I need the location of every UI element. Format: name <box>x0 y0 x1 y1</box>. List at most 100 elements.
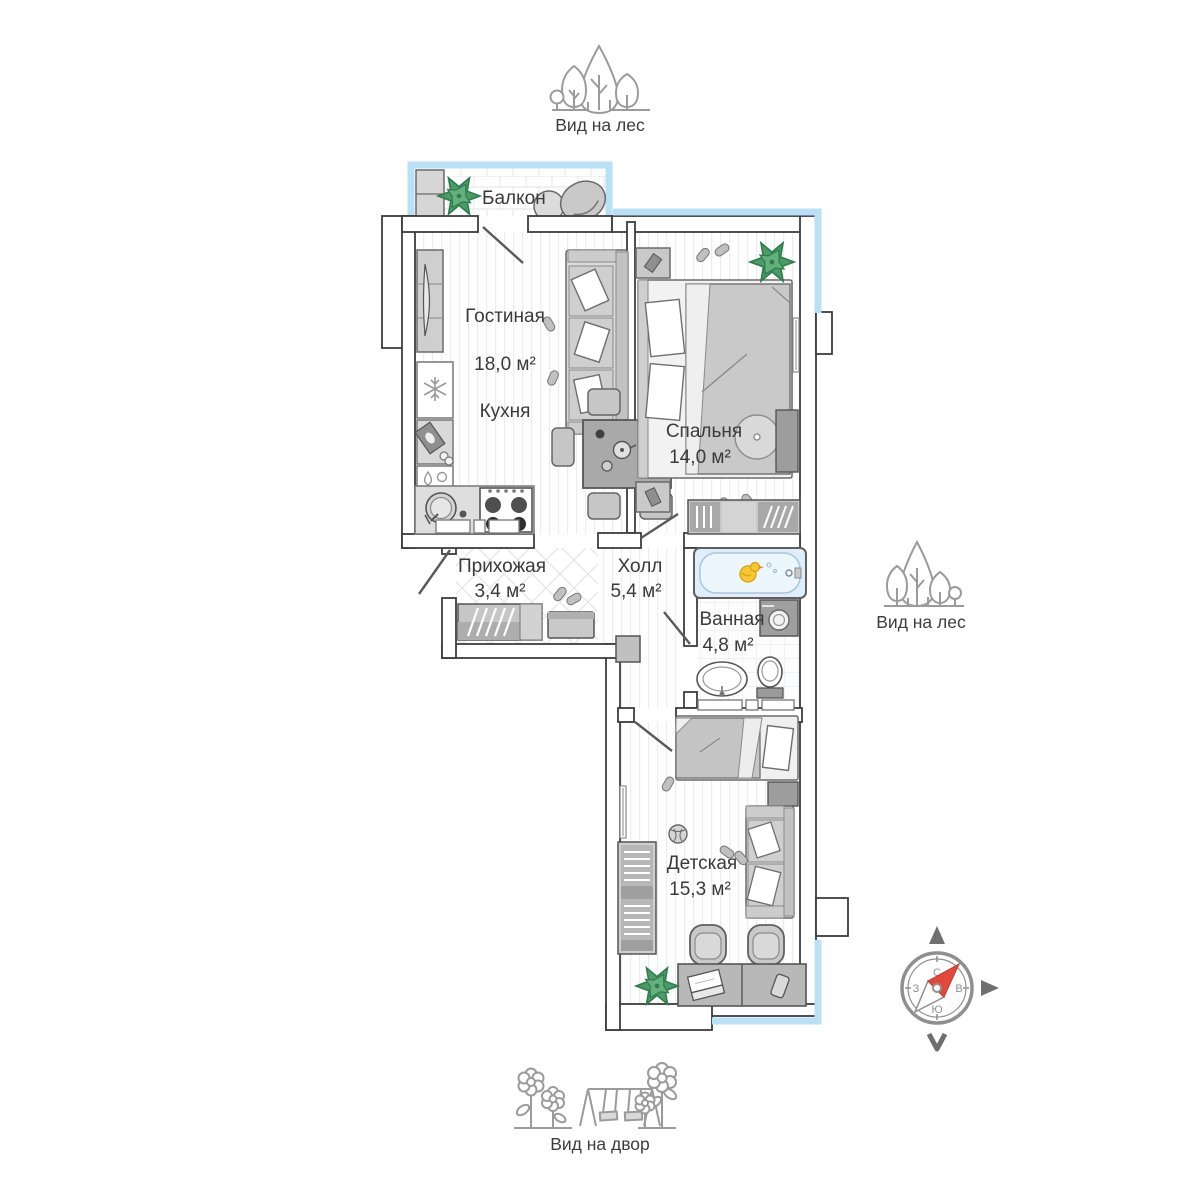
kids-room <box>617 715 807 1007</box>
desk-chair <box>689 924 727 966</box>
walls <box>381 215 849 1031</box>
flowers-icon <box>634 1062 678 1129</box>
swing-icon <box>579 1088 661 1127</box>
balcony-door <box>482 226 524 264</box>
bath-door <box>663 611 691 645</box>
windows <box>613 208 822 1025</box>
wall-kitchen-left <box>401 215 416 549</box>
sofa-pillows <box>570 268 611 415</box>
entry-name: Прихожая <box>458 556 546 577</box>
bath-name: Ванная <box>699 609 764 630</box>
living-name: Гостиная <box>465 306 545 327</box>
bathtub <box>693 547 807 599</box>
bath-area: 4,8 м² <box>702 635 753 656</box>
compass-s: Ю <box>931 1004 942 1016</box>
wall-kitchen-bottom <box>401 533 535 549</box>
wall-kids-top-left <box>617 707 635 723</box>
kitchen-unit <box>414 361 535 535</box>
wall-pilaster <box>381 215 404 349</box>
compass-w: З <box>913 983 920 995</box>
living-area: 18,0 м² <box>474 354 536 375</box>
duck-icon <box>739 561 764 583</box>
wardrobe-bedroom <box>687 499 801 535</box>
view-yard: Вид на двор <box>514 1062 678 1154</box>
kids-window <box>712 940 822 1025</box>
desk-chair <box>747 924 785 966</box>
compass-arrow-south <box>926 1032 948 1052</box>
wall-top-1 <box>401 215 479 233</box>
compass-n: С <box>933 967 941 979</box>
nightstand <box>635 247 671 279</box>
view-forest-top: Вид на лес <box>549 43 650 135</box>
laptop-icon <box>686 968 726 1002</box>
tv-unit <box>416 249 444 353</box>
kids-bed <box>675 715 799 781</box>
bathroom <box>693 547 807 711</box>
ball-icon <box>668 824 688 844</box>
washing-machine <box>759 599 799 637</box>
kitchen-name: Кухня <box>480 401 531 422</box>
compass-icon: С Ю З В <box>900 926 999 1052</box>
kitchen-sink <box>424 492 467 525</box>
structural-column <box>615 635 641 663</box>
wall-bath-left-lower <box>683 691 698 709</box>
fridge <box>416 361 454 419</box>
nightstand <box>635 481 671 513</box>
snowflake-icon <box>423 377 447 401</box>
entry-door <box>418 549 451 595</box>
hall-name: Холл <box>618 556 663 577</box>
radiator <box>792 317 800 373</box>
kids-door <box>634 721 673 752</box>
forest-icon <box>549 43 650 115</box>
wall-pier-bedroom <box>815 311 833 355</box>
bench <box>547 611 595 639</box>
balcony-label: Балкон <box>482 188 546 209</box>
kids-area: 15,3 м² <box>669 879 731 900</box>
wall-pier-kids <box>815 897 849 937</box>
balcony: Балкон <box>407 161 613 222</box>
compass-arrow-east <box>981 980 999 996</box>
view-forest-top-label: Вид на лес <box>555 115 645 135</box>
view-forest-right: Вид на лес <box>876 539 966 632</box>
balcony-window <box>407 161 613 219</box>
view-yard-label: Вид на двор <box>550 1134 650 1154</box>
wall-bottom-left <box>605 1003 713 1031</box>
entry-area: 3,4 м² <box>474 581 525 602</box>
wall-kids-left <box>605 643 621 1031</box>
hall-area: 5,4 м² <box>610 581 661 602</box>
wall-top-2 <box>527 215 613 233</box>
entry-hall <box>457 585 595 641</box>
hall-floor <box>598 548 684 644</box>
kids-name: Детская <box>667 853 737 874</box>
bedroom <box>635 241 801 535</box>
vanity-drawers <box>697 699 795 711</box>
bedroom-area: 14,0 м² <box>669 447 731 468</box>
wardrobe-kids <box>617 841 657 955</box>
wall-right <box>799 215 817 1007</box>
desk <box>677 963 807 1007</box>
forest-icon <box>884 539 964 608</box>
doors <box>418 226 691 752</box>
compass-e: В <box>955 983 962 995</box>
flowers-icon <box>514 1067 572 1129</box>
wall-bedroom-bottom <box>683 532 801 549</box>
room-labels: Гостиная 18,0 м² Кухня Спальня 14,0 м² П… <box>458 306 765 900</box>
balcony-pouf <box>559 180 607 222</box>
tv-icon <box>422 263 431 337</box>
toilet <box>756 656 784 699</box>
wall-hall-stub <box>597 532 642 549</box>
compass-arrow-north <box>929 926 945 944</box>
phone-icon <box>770 973 790 999</box>
cabinet-drawers <box>435 519 520 534</box>
bed-pillows <box>644 298 686 422</box>
wall-entry-bottom <box>441 643 621 659</box>
bedroom-window <box>613 208 822 313</box>
side-unit <box>767 781 799 807</box>
dresser <box>775 409 799 473</box>
kids-sofa <box>745 805 795 919</box>
wall-entry-left-lower <box>441 597 457 659</box>
pillow <box>761 724 795 772</box>
bedroom-name: Спальня <box>666 421 742 442</box>
